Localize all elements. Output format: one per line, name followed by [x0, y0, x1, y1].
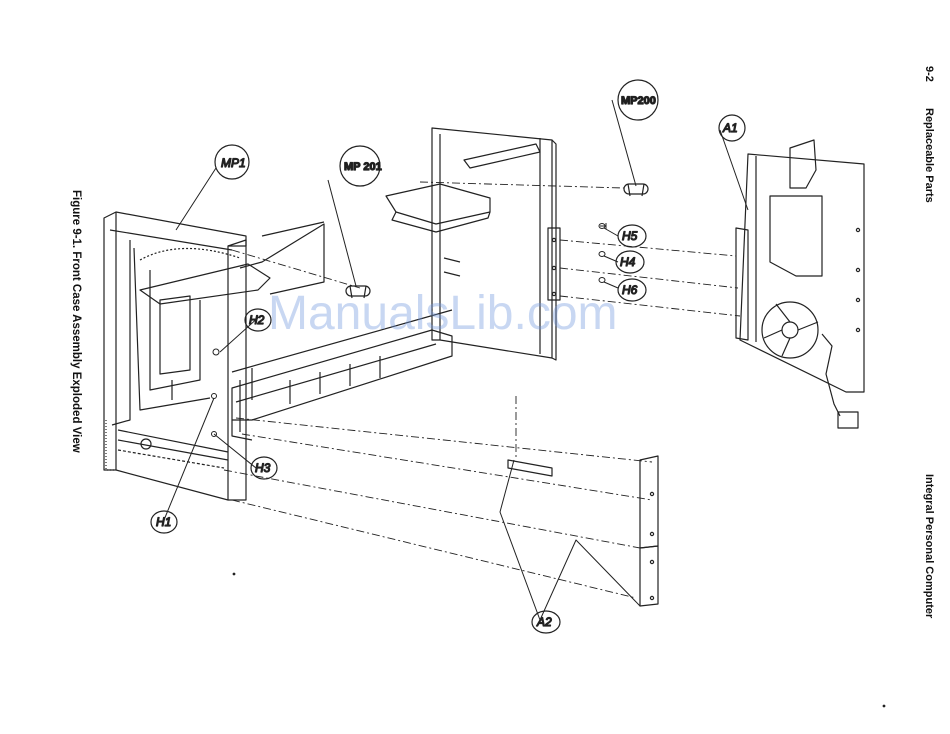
explode-lines [224, 182, 740, 598]
svg-text:MP1: MP1 [221, 156, 246, 170]
watermark-logo: ManualsLib.com [268, 286, 618, 341]
svg-text:H1: H1 [156, 515, 171, 529]
svg-text:H2: H2 [249, 313, 265, 327]
svg-text:H6: H6 [622, 283, 638, 297]
svg-text:H3: H3 [255, 461, 271, 475]
svg-text:H5: H5 [622, 229, 638, 243]
front-bezel-part [104, 212, 246, 500]
callout-mp1: MP1 [215, 145, 249, 179]
callout-h6: H6 [618, 279, 646, 301]
fan-plate-part [736, 140, 864, 428]
callout-h4: H4 [616, 251, 644, 273]
callout-leaders [164, 100, 748, 620]
callout-h1: H1 [151, 511, 177, 533]
callout-h5: H5 [618, 225, 646, 247]
svg-text:MP200: MP200 [621, 95, 656, 107]
latch-parts [346, 184, 648, 298]
callout-mp200: MP200 [618, 80, 658, 120]
svg-text:A1: A1 [722, 121, 738, 135]
callout-h3: H3 [251, 457, 277, 479]
callout-a1: A1 [719, 115, 745, 141]
side-rail-part [508, 456, 658, 606]
svg-text:H4: H4 [620, 255, 636, 269]
svg-text:A2: A2 [536, 615, 552, 629]
callout-mp201: MP 201 [340, 146, 382, 186]
svg-text:MP 201: MP 201 [344, 161, 382, 173]
callout-a2: A2 [532, 611, 560, 633]
